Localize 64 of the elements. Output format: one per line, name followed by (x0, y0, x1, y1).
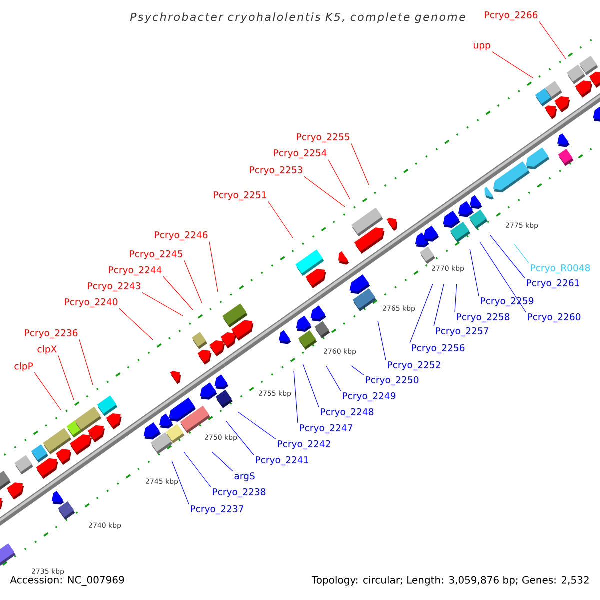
leader-line (514, 244, 530, 264)
gene-label: Pcryo_2244 (109, 266, 162, 276)
gene-label: Pcryo_2247 (300, 424, 352, 434)
leader-line (304, 176, 346, 208)
leader-line (163, 276, 194, 310)
leader-line (302, 364, 320, 408)
leader-line (184, 452, 212, 488)
leader-line (351, 366, 364, 376)
leader-line (142, 292, 184, 316)
leader-line (212, 452, 234, 472)
gene-label: argS (234, 472, 255, 482)
gene-label: Pcryo_2236 (25, 329, 78, 339)
gene-label: clpX (38, 346, 57, 354)
gene-label: Pcryo_2246 (155, 231, 208, 241)
leader-line (378, 320, 386, 361)
gene-label: Pcryo_2251 (214, 191, 266, 201)
gene-label: Pcryo_2242 (278, 440, 330, 450)
leader-line (226, 420, 254, 456)
gene-label: Pcryo_2245 (130, 250, 182, 260)
leader-line (480, 242, 526, 313)
leader-line (539, 21, 566, 60)
gene-label: Pcryo_R0048 (531, 264, 590, 274)
gene-label: Pcryo_2261 (527, 279, 580, 289)
leader-line (238, 412, 276, 440)
leader-line (470, 248, 480, 297)
gene-label: Pcryo_2243 (88, 282, 141, 292)
leader-line (184, 260, 202, 304)
gene-label: Pcryo_2266 (485, 11, 538, 21)
leader-line (454, 284, 458, 313)
gene-label: Pcryo_2253 (250, 166, 303, 176)
leader-line (434, 284, 444, 327)
gene-label: Pcryo_2258 (457, 313, 510, 323)
leader-line (79, 339, 94, 386)
leader-line (492, 51, 534, 78)
gene-label: Pcryo_2241 (256, 456, 308, 466)
leader-line (58, 355, 74, 400)
leader-line (326, 366, 342, 392)
leader-line (119, 308, 154, 340)
gene-label: Pcryo_2256 (412, 344, 465, 354)
leader-line (209, 241, 218, 292)
leader-line (410, 284, 434, 344)
gene-label: clpP (14, 362, 34, 372)
gene-label: Pcryo_2240 (65, 298, 118, 308)
gene-label: Pcryo_2250 (366, 376, 419, 386)
leader-line (328, 159, 350, 200)
footer-text: Accession: NC_007969 (10, 576, 124, 586)
footer-text: Topology: circular; Length: 3,059,876 bp; Genes: 2,532 (312, 576, 589, 586)
leader-line (34, 372, 62, 410)
leader-line (268, 201, 294, 238)
leader-line (172, 460, 190, 505)
leader-line (490, 234, 526, 279)
title: Psychrobacter cryohalolentis K5, complete genome (130, 12, 466, 24)
gene-label: Pcryo_2254 (274, 149, 327, 159)
gene-label: Pcryo_2238 (213, 488, 266, 498)
gene-label: Pcryo_2248 (321, 408, 374, 418)
gene-label: upp (474, 43, 490, 51)
gene-label: Pcryo_2237 (191, 505, 244, 515)
leader-line (294, 370, 298, 424)
leader-line (351, 143, 370, 186)
gene-label: Pcryo_2257 (436, 327, 488, 337)
gene-label: Pcryo_2255 (297, 133, 350, 143)
gene-label: Pcryo_2252 (388, 361, 440, 371)
gene-label: Pcryo_2249 (343, 392, 396, 402)
gene-label: Pcryo_2260 (528, 313, 581, 323)
